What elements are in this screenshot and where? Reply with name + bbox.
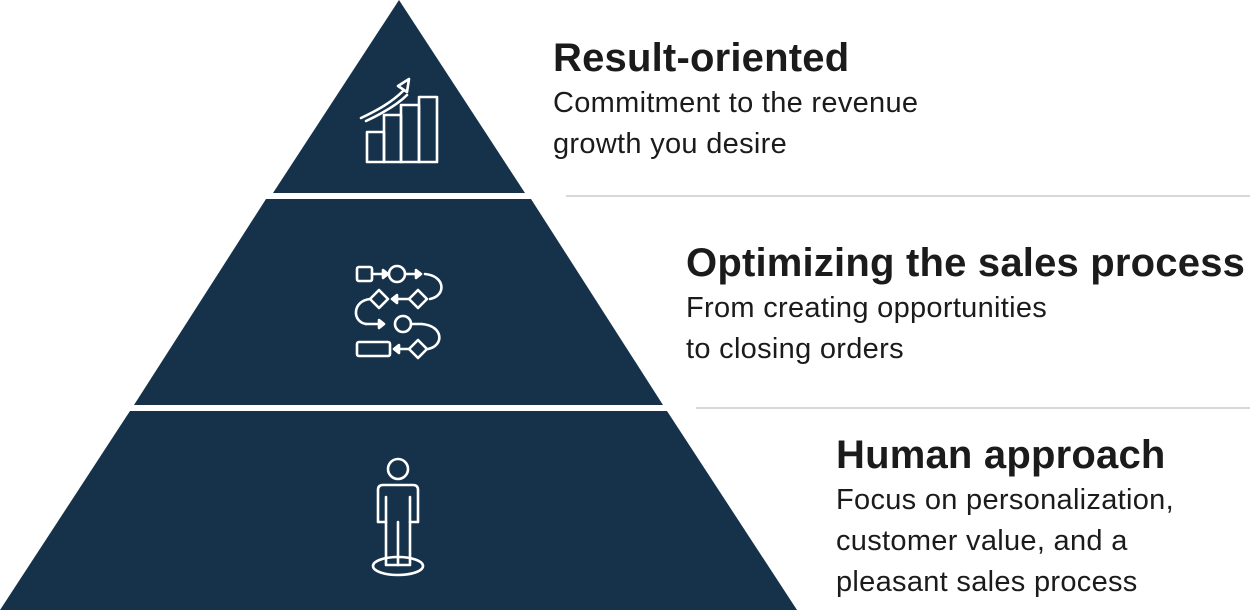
tier-top-title: Result-oriented — [553, 36, 850, 80]
divider-top — [566, 195, 1250, 197]
pyramid-tier-bottom — [0, 411, 797, 610]
tier-top-text: Result-oriented Commitment to the revenu… — [553, 35, 918, 165]
tier-middle-text: Optimizing the sales process From creati… — [686, 240, 1245, 370]
tier-bottom-description: Focus on personalization, customer value… — [836, 484, 1174, 598]
pyramid-tier-middle — [134, 199, 663, 405]
process-flow-icon — [354, 264, 443, 360]
pyramid-tier-top — [273, 0, 525, 193]
person-icon — [371, 457, 425, 577]
tier-bottom-text: Human approach Focus on personalization,… — [836, 432, 1174, 603]
tier-top-description: Commitment to the revenue growth you des… — [553, 87, 919, 160]
tier-middle-title: Optimizing the sales process — [686, 241, 1246, 285]
tier-middle-description: From creating opportunities to closing o… — [686, 292, 1048, 365]
growth-chart-icon — [359, 77, 439, 164]
divider-middle — [696, 407, 1250, 409]
tier-bottom-title: Human approach — [836, 433, 1166, 477]
